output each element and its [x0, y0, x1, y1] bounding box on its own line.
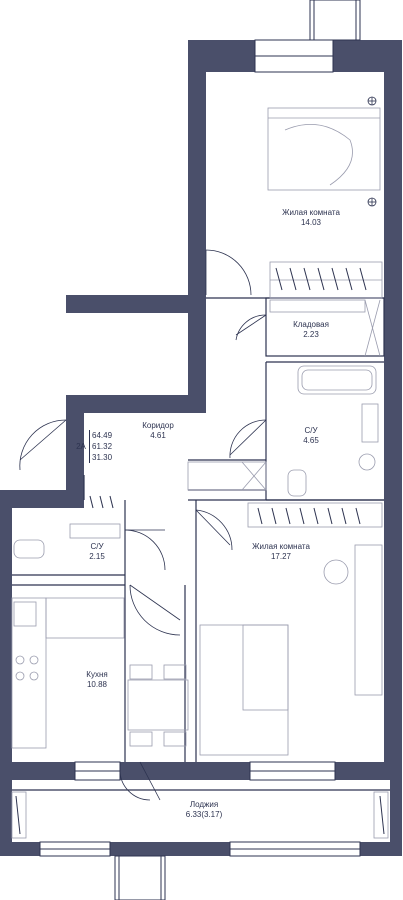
corridor-area: 4.61 — [150, 431, 166, 440]
total-area: 64.49 — [92, 431, 113, 440]
storage-label: Кладовая 2.23 — [293, 320, 329, 340]
living-label: Жилая комната 17.27 — [252, 542, 310, 562]
apartment-area-values: 64.49 61.32 31.30 — [89, 430, 112, 463]
storage-name: Кладовая — [293, 320, 329, 329]
bathroom-2-label: С/У 2.15 — [89, 542, 105, 562]
corridor-name: Коридор — [142, 421, 174, 430]
loggia-label: Лоджия 6.33(3.17) — [186, 800, 222, 820]
doors — [19, 249, 267, 801]
corridor-label: Коридор 4.61 — [142, 421, 174, 441]
toilet — [287, 469, 307, 497]
apartment-area-summary: 2А 64.49 61.32 31.30 — [74, 430, 114, 466]
bathroom-2-name: С/У — [90, 542, 104, 551]
desk — [354, 544, 383, 696]
dining-table — [127, 679, 189, 731]
kitchen-counter — [11, 597, 47, 749]
sink — [361, 403, 379, 443]
kitchen-name: Кухня — [86, 670, 108, 679]
bathtub — [297, 365, 377, 395]
outlet-icon — [367, 96, 377, 207]
bathroom-1-label: С/У 4.65 — [303, 426, 319, 446]
living-area: 17.27 — [270, 552, 292, 561]
bed — [267, 107, 381, 191]
bedroom-label: Жилая комната 14.03 — [282, 208, 340, 228]
washing-machine — [358, 453, 376, 471]
kitchen-label: Кухня 10.88 — [86, 670, 107, 690]
bedroom-area: 14.03 — [300, 218, 322, 227]
bathroom-1-area: 4.65 — [303, 436, 319, 445]
storage-area: 2.23 — [303, 330, 319, 339]
walls — [0, 40, 402, 856]
windows — [39, 0, 361, 900]
loggia-area: 6.33(3.17) — [185, 810, 223, 819]
furniture — [11, 107, 389, 839]
loggia-name: Лоджия — [189, 800, 219, 809]
bathroom-2-area: 2.15 — [89, 552, 105, 561]
kitchen-area: 10.88 — [86, 680, 108, 689]
sofa — [199, 624, 289, 756]
living-area: 31.30 — [92, 453, 113, 462]
hanger-marks — [15, 267, 385, 835]
living-name: Жилая комната — [252, 542, 310, 551]
bathroom-1-name: С/У — [304, 426, 318, 435]
apartment-type: 2А — [76, 442, 86, 451]
bedroom-name: Жилая комната — [282, 208, 340, 217]
living-total-area: 61.32 — [92, 442, 113, 451]
